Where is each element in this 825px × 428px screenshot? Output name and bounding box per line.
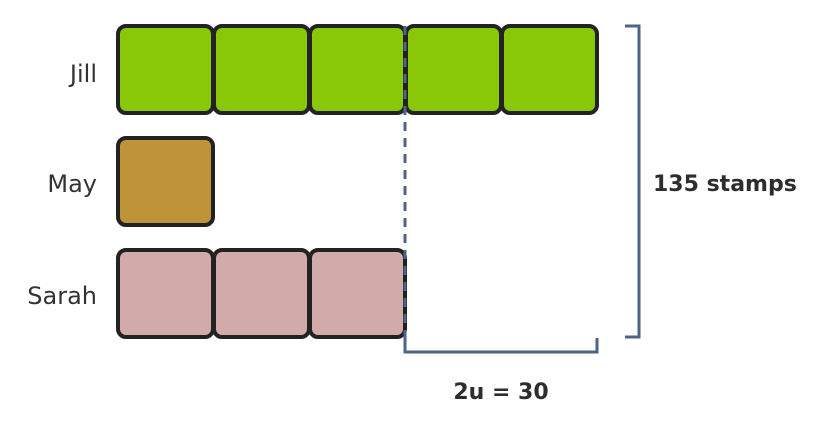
unit-box-jill-2	[212, 24, 311, 115]
bar-row-jill	[116, 24, 599, 115]
unit-box-jill-5	[500, 24, 599, 115]
unit-box-may-1	[116, 136, 215, 227]
bar-row-may	[116, 136, 215, 227]
unit-box-jill-4	[404, 24, 503, 115]
total-label: 135 stamps	[653, 172, 797, 197]
difference-label: 2u = 30	[453, 380, 548, 405]
total-bracket	[625, 24, 641, 339]
bar-row-sarah	[116, 248, 407, 339]
difference-bracket	[403, 338, 599, 354]
unit-box-sarah-2	[212, 248, 311, 339]
row-label-may: May	[47, 170, 97, 198]
unit-box-sarah-1	[116, 248, 215, 339]
unit-box-jill-3	[308, 24, 407, 115]
row-label-sarah: Sarah	[27, 282, 97, 310]
unit-box-sarah-3	[308, 248, 407, 339]
row-label-jill: Jill	[68, 60, 97, 88]
unit-box-jill-1	[116, 24, 215, 115]
